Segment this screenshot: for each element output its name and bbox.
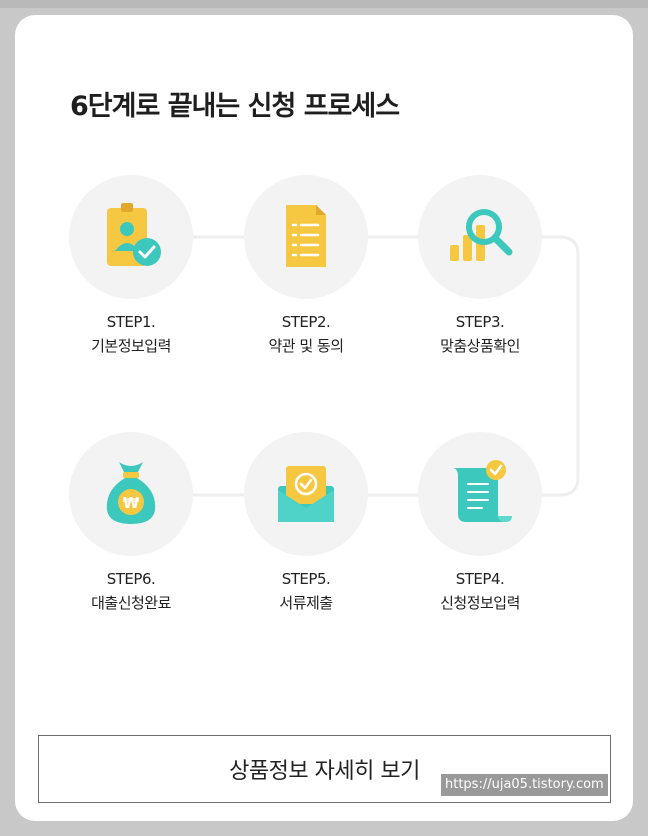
step-1-label: STEP1. 기본정보입력 <box>46 310 216 358</box>
step-1-circle <box>69 175 193 299</box>
envelope-check-icon <box>278 466 334 522</box>
scroll-check-icon <box>452 460 512 522</box>
step-2-circle <box>244 175 368 299</box>
step-3-circle <box>418 175 542 299</box>
step-6-circle: ₩ <box>69 432 193 556</box>
step-4-label: STEP4. 신청정보입력 <box>395 567 565 615</box>
step-1-number: STEP1. <box>106 313 156 331</box>
step-5-label: STEP5. 서류제출 <box>221 567 391 615</box>
step-6-number: STEP6. <box>106 570 156 588</box>
step-3-label: STEP3. 맞춤상품확인 <box>395 310 565 358</box>
page-title: 6단계로 끝내는 신청 프로세스 <box>70 91 400 122</box>
step-6-text: 대출신청완료 <box>91 594 171 612</box>
chart-search-icon <box>450 209 513 261</box>
svg-text:₩: ₩ <box>123 494 140 512</box>
step-5-circle <box>244 432 368 556</box>
step-5-number: STEP5. <box>281 570 331 588</box>
document-list-icon <box>286 205 326 267</box>
top-edge <box>0 0 648 8</box>
step-2-text: 약관 및 동의 <box>268 337 344 355</box>
step-4-text: 신청정보입력 <box>440 594 520 612</box>
step-5-text: 서류제출 <box>279 594 333 612</box>
profile-check-icon <box>107 203 161 266</box>
step-2-label: STEP2. 약관 및 동의 <box>221 310 391 358</box>
step-1-text: 기본정보입력 <box>91 337 171 355</box>
watermark: https://uja05.tistory.com <box>441 774 608 796</box>
step-4-circle <box>418 432 542 556</box>
step-4-number: STEP4. <box>455 570 505 588</box>
step-2-number: STEP2. <box>281 313 331 331</box>
step-6-label: STEP6. 대출신청완료 <box>46 567 216 615</box>
step-3-number: STEP3. <box>455 313 505 331</box>
money-bag-icon: ₩ <box>106 462 156 524</box>
step-3-text: 맞춤상품확인 <box>440 337 520 355</box>
process-card <box>15 15 633 821</box>
